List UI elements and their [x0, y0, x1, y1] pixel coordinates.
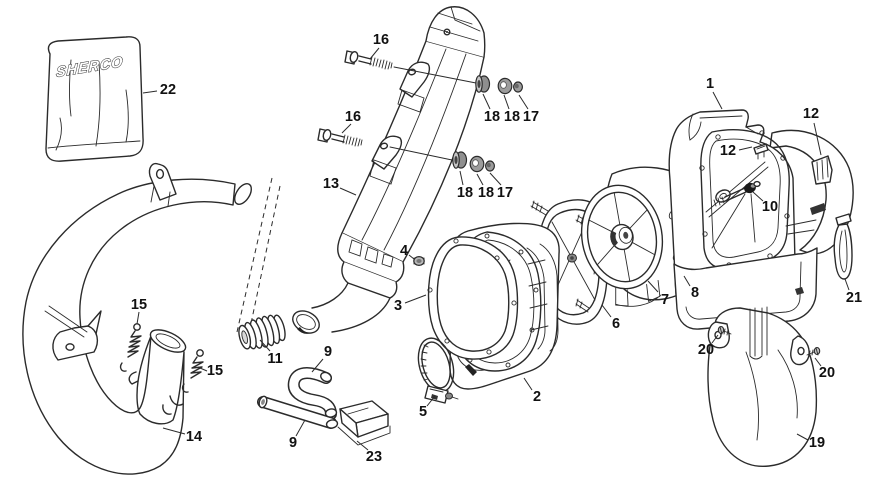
callout-label: 16 [373, 32, 389, 48]
airbox-slot [465, 364, 477, 376]
callout-label: 21 [846, 290, 862, 306]
callout-9-lower: 9 [289, 419, 306, 451]
callout-label: 2 [533, 389, 541, 405]
callout-label: 3 [394, 298, 402, 314]
callout-17-set1: 17 [518, 94, 539, 125]
callout-18-set1-b: 18 [503, 94, 520, 125]
callout-label: 5 [419, 404, 427, 420]
callout-label: 12 [803, 106, 819, 122]
callout-21: 21 [844, 278, 862, 306]
callout-label: 8 [691, 285, 699, 301]
callout-12-inner: 12 [720, 143, 753, 159]
callout-5: 5 [419, 395, 436, 420]
callout-label: 19 [809, 435, 825, 451]
callout-label: 17 [523, 109, 539, 125]
callout-20-right: 20 [814, 357, 835, 381]
callout-11: 11 [259, 339, 283, 367]
callout-label: 11 [267, 351, 282, 367]
callout-label: 6 [612, 316, 620, 332]
callout-label: 14 [186, 429, 202, 445]
callout-label: 20 [698, 342, 714, 358]
callout-8: 8 [683, 275, 699, 301]
callout-label: 1 [706, 76, 714, 92]
callout-12-right: 12 [803, 106, 822, 156]
callout-18-set1-a: 18 [482, 93, 500, 125]
callout-20-left: 20 [698, 334, 719, 358]
callout-label: 15 [131, 297, 147, 313]
part-flange-bolt [413, 256, 425, 267]
part-grommets-washers-nuts [452, 75, 523, 173]
part-flap-screws [717, 325, 821, 357]
callout-15-left: 15 [131, 297, 147, 325]
callout-label: 12 [720, 143, 736, 159]
callout-9-upper: 9 [311, 344, 332, 373]
callout-1: 1 [706, 76, 723, 110]
callout-label: 20 [819, 365, 835, 381]
part-exhaust-pipe [22, 162, 253, 475]
callout-label: 18 [478, 185, 494, 201]
part-silencer [292, 6, 486, 334]
callout-label: 18 [504, 109, 520, 125]
callout-label: 16 [345, 109, 361, 125]
callout-23: 23 [356, 440, 382, 465]
callout-label: 18 [457, 185, 473, 201]
outlet-shadow [297, 327, 312, 334]
callout-16-lower: 16 [341, 109, 361, 134]
callout-18-set2-b: 18 [476, 173, 494, 201]
alignment-dashed-lines [236, 177, 281, 334]
callout-18-set2-a: 18 [457, 170, 473, 201]
callout-3: 3 [394, 294, 427, 314]
callout-label: 18 [484, 109, 500, 125]
part-sealing-ring [427, 236, 519, 360]
callout-label: 13 [323, 176, 339, 192]
part-breather-hoses [257, 367, 339, 429]
callout-label: 23 [366, 449, 382, 465]
callout-10: 10 [752, 191, 778, 215]
callout-label: 22 [160, 82, 176, 98]
part-hose-clamp [417, 337, 459, 404]
callout-label: 7 [661, 292, 669, 308]
callout-4: 4 [400, 243, 415, 260]
callout-14: 14 [162, 427, 202, 445]
callout-label: 17 [497, 185, 513, 201]
callout-16-upper: 16 [369, 32, 389, 60]
frame-slot-dark [810, 203, 826, 215]
callout-13: 13 [323, 176, 357, 196]
part-filter-cage [580, 184, 664, 307]
callout-label: 9 [324, 344, 332, 360]
part-mounting-bolts [317, 50, 393, 147]
callout-6: 6 [601, 304, 620, 332]
callout-15-right: 15 [199, 363, 223, 379]
callout-label: 4 [400, 243, 408, 259]
callout-22: 22 [142, 82, 176, 98]
callout-19: 19 [796, 433, 825, 451]
callout-17-set2: 17 [489, 172, 513, 201]
part-sherco-bag: SHERCO [45, 36, 144, 162]
part-exhaust-springs [119, 323, 204, 393]
callout-2: 2 [523, 377, 541, 405]
part-rubber-sleeve [238, 314, 286, 350]
callout-label: 10 [762, 199, 778, 215]
part-airbox-rear-frame [668, 109, 833, 330]
callout-7: 7 [647, 280, 669, 308]
callout-label: 15 [207, 363, 223, 379]
callouts: 22 16 16 18 18 17 18 18 [131, 32, 862, 465]
callout-label: 9 [289, 435, 297, 451]
part-rubber-strap [833, 213, 853, 280]
part-drain-box [337, 400, 391, 446]
